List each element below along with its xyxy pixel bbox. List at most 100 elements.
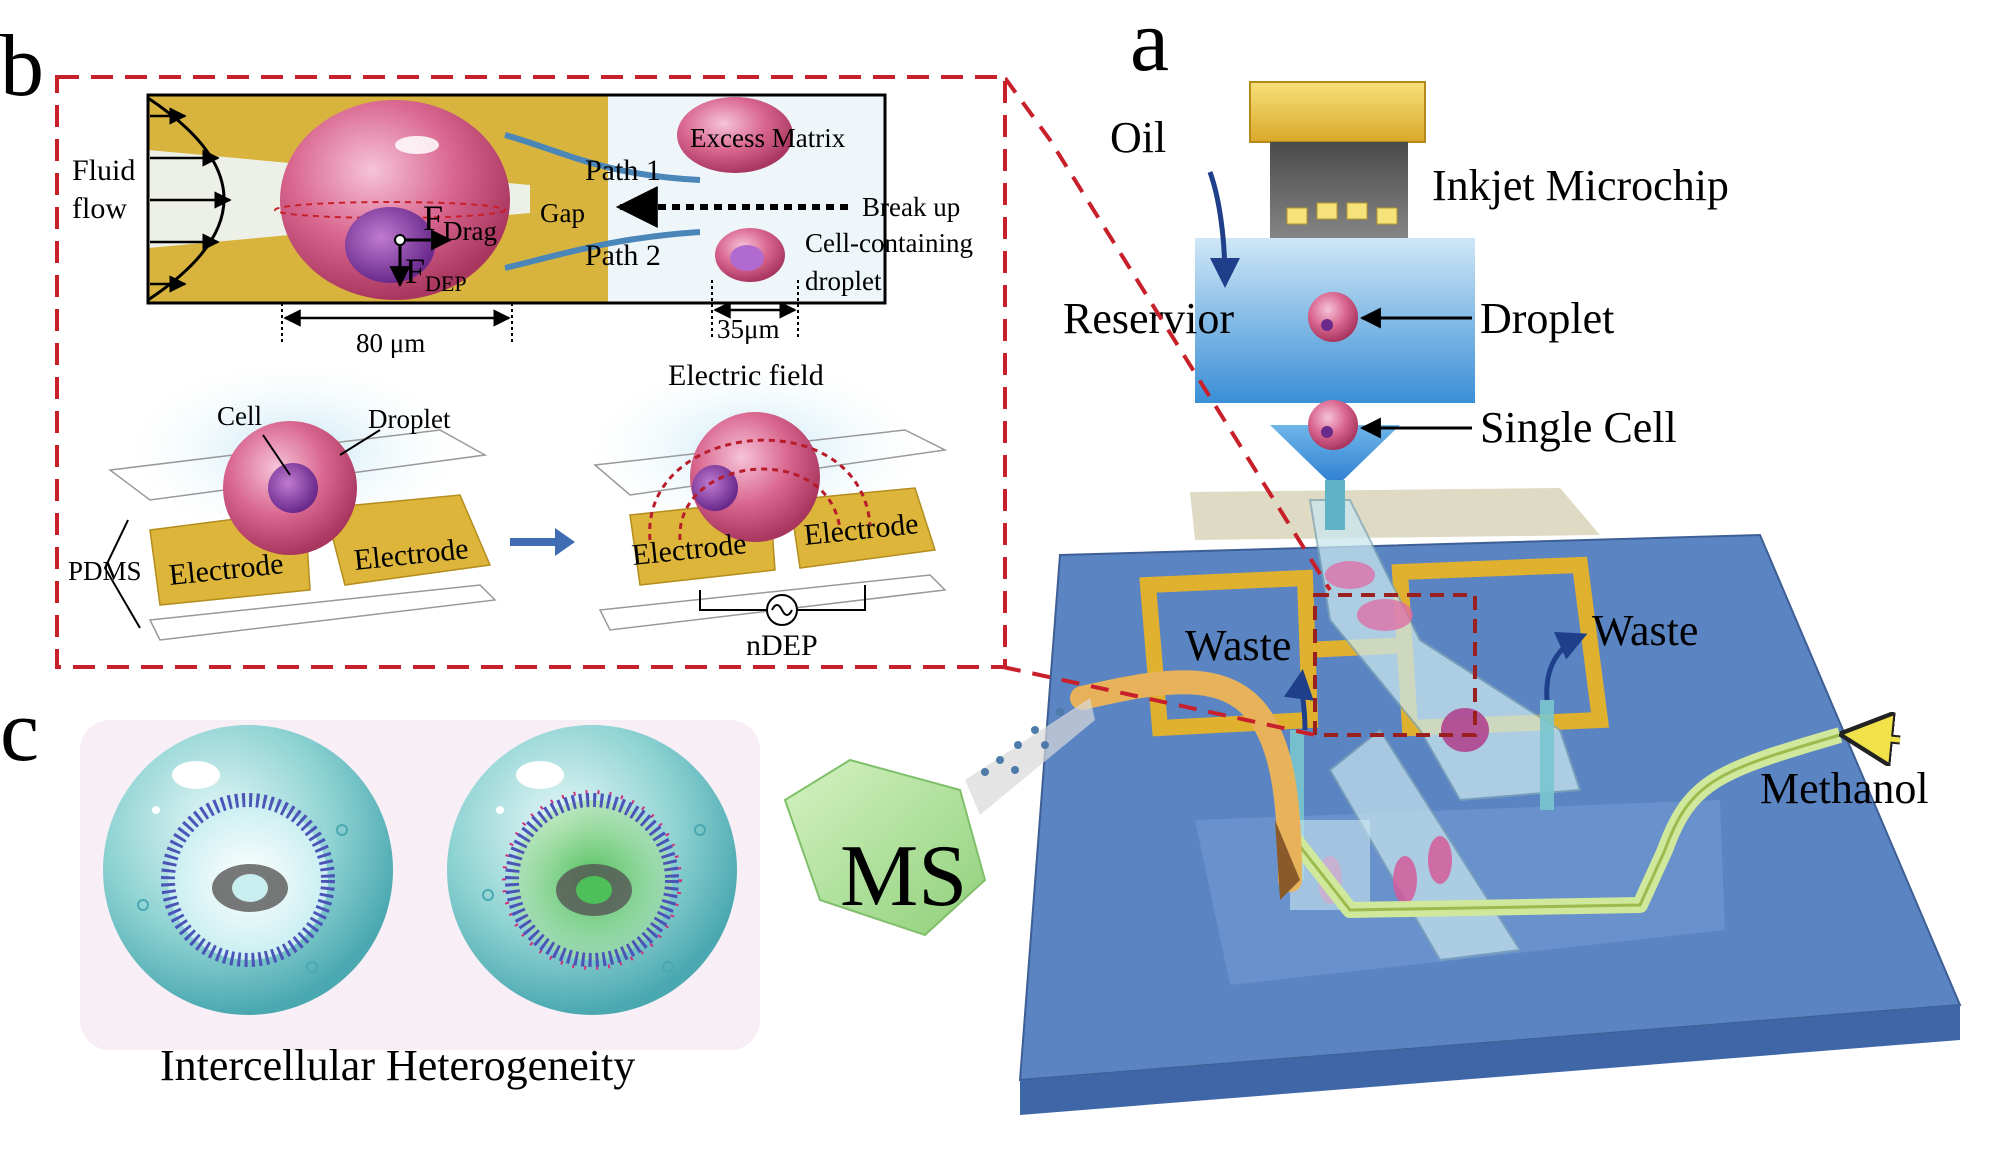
chip-base-edge <box>1020 1005 1960 1115</box>
label-ndep: nDEP <box>746 629 818 662</box>
single-cell <box>1321 426 1333 438</box>
cell-2-bubble-a <box>482 889 494 901</box>
label-f-dep: FDEP <box>405 251 467 296</box>
label-oil: Oil <box>1110 113 1166 162</box>
cell-2-sparkle <box>496 806 504 814</box>
label-cell-containing: Cell-containing <box>805 228 973 258</box>
channel-outline <box>146 93 887 305</box>
cell-in-droplet <box>1321 319 1333 331</box>
panel-a: MS a Oil Inkjet Microchip Reservior Dro <box>783 0 1962 1115</box>
label-reservoir: Reservior <box>1063 294 1234 343</box>
cell-homogeneous <box>93 715 403 1025</box>
flow-arrows <box>150 107 232 293</box>
ac-symbol <box>771 604 793 616</box>
capillary-tip <box>1275 820 1300 900</box>
label-break-up: Break up <box>862 192 960 222</box>
inkjet-nozzles <box>1286 202 1398 225</box>
path-1-arrow <box>504 132 701 183</box>
inkjet-top-bar <box>1249 81 1426 143</box>
spray-dots <box>981 708 1064 776</box>
cell-2-bubble-c <box>662 961 674 973</box>
label-35-um: 35μm <box>717 314 779 344</box>
path-2-arrow <box>504 229 701 271</box>
droplet-pointer-b <box>339 429 381 456</box>
pdms-bottom-left <box>148 584 497 641</box>
ms-capillary <box>1070 670 1302 892</box>
electrode-right-2 <box>789 487 936 569</box>
force-origin <box>394 234 406 246</box>
methanol-line-edge <box>1293 733 1841 912</box>
panel-c: c Intercellula <box>0 683 760 1090</box>
label-path-2: Path 2 <box>585 239 661 272</box>
cell-1-sparkle <box>152 806 160 814</box>
electrode-left-2 <box>324 494 492 586</box>
droplet-highlight <box>395 136 439 154</box>
label-f-drag: FDrag <box>423 198 497 246</box>
droplet-in-reservoir <box>1308 292 1358 342</box>
methanol-arrow-fill <box>1849 732 1901 743</box>
field-line-outer <box>648 438 872 541</box>
label-intercellular-heterogeneity: Intercellular Heterogeneity <box>160 1041 635 1090</box>
cell-in-large-droplet <box>345 207 435 283</box>
waste-well-right <box>1540 700 1554 810</box>
oil-arrow <box>1207 171 1240 288</box>
single-cell-droplet <box>1308 400 1358 450</box>
excess-matrix-droplet <box>677 97 793 173</box>
cell-2-nucleus-core <box>576 876 612 904</box>
waste-right-arrow <box>1544 632 1588 701</box>
label-80-um: 80 μm <box>356 328 425 358</box>
channel-schematic <box>146 93 887 345</box>
zoom-connector-bottom <box>1002 665 1316 737</box>
label-gap: Gap <box>540 198 585 228</box>
zoom-region-box <box>1313 593 1477 737</box>
electrode-diagram-right <box>575 355 948 631</box>
microchannel <box>1308 499 1582 802</box>
label-methanol: Methanol <box>1760 764 1929 813</box>
label-droplet-word: droplet <box>805 266 882 296</box>
label-waste-left: Waste <box>1185 621 1291 670</box>
waste-left-arrow <box>1283 669 1314 731</box>
label-single-cell: Single Cell <box>1480 403 1677 452</box>
label-path-1: Path 1 <box>585 154 661 187</box>
cell-pointer <box>262 434 291 476</box>
field-line-inner <box>678 467 842 541</box>
cell-in-small-droplet <box>730 245 764 271</box>
electrode-diagram-left <box>103 355 497 641</box>
dispenser-nozzle <box>1325 480 1345 530</box>
label-inkjet-microchip: Inkjet Microchip <box>1432 161 1729 210</box>
cell-1-nucleus-core <box>232 874 268 902</box>
cell-2-highlight <box>516 761 564 789</box>
cell-right <box>692 465 738 511</box>
label-cell: Cell <box>217 401 262 431</box>
dispenser-tip <box>1270 425 1400 488</box>
cell-1-bubble-a <box>137 899 149 911</box>
label-droplet-b: Droplet <box>368 404 451 434</box>
cell-1-bubble-b <box>336 824 348 836</box>
label-flow: flow <box>72 192 127 225</box>
pdms-bottom-right <box>598 574 947 631</box>
label-waste-right: Waste <box>1592 606 1698 655</box>
label-ms: MS <box>840 828 967 925</box>
cell-left <box>268 463 318 513</box>
ms-detector <box>783 758 987 937</box>
transition-arrow <box>510 528 575 556</box>
cell-1-highlight <box>172 761 220 789</box>
label-pdms: PDMS <box>68 556 142 586</box>
chip-top-slab <box>1190 488 1600 540</box>
label-excess-matrix: Excess Matrix <box>690 123 846 153</box>
zoom-connector-top <box>1003 76 1332 592</box>
large-droplet <box>280 100 510 300</box>
panel-label-b: b <box>0 18 44 115</box>
panel-b: b <box>0 18 1007 669</box>
label-fluid: Fluid <box>72 154 135 187</box>
cell-1-bubble-c <box>306 961 318 973</box>
cell-2-marker-ring <box>502 790 682 970</box>
cell-2-bubble-b <box>694 824 706 836</box>
pdms-bracket <box>103 519 141 629</box>
panel-label-a: a <box>1130 0 1169 90</box>
label-droplet: Droplet <box>1480 294 1614 343</box>
label-electric-field: Electric field <box>668 359 824 392</box>
cell-heterogeneous <box>437 715 747 1025</box>
